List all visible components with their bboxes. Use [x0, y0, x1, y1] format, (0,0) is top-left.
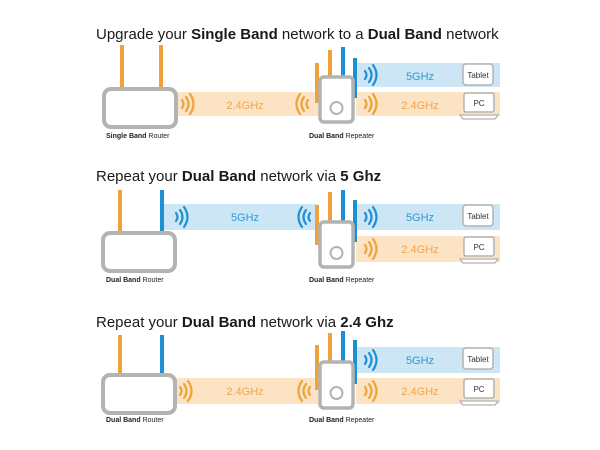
section-3-title: Repeat your Dual Band network via 2.4 Gh…	[96, 314, 394, 331]
band-label: 2.4GHz	[401, 386, 438, 398]
device-label: PC	[473, 385, 484, 394]
repeater-button-icon	[329, 246, 344, 260]
repeater-caption: Dual Band Repeater	[309, 133, 375, 140]
band-label: 5GHz	[406, 71, 434, 83]
device-label: Tablet	[467, 71, 489, 80]
repeater-caption: Dual Band Repeater	[309, 417, 375, 424]
dual-band-repeater	[318, 360, 355, 410]
band-label: 2.4GHz	[401, 100, 438, 112]
router-antenna-24	[118, 335, 122, 378]
repeater-antenna-24	[315, 345, 319, 390]
repeater-antenna-24	[328, 50, 332, 78]
router-antenna	[159, 45, 163, 92]
band-label: 2.4GHz	[226, 100, 263, 112]
repeater-antenna-5	[341, 47, 345, 78]
single-band-router	[102, 87, 178, 129]
router-antenna-5	[160, 335, 164, 378]
router-antenna-5	[160, 190, 164, 235]
router-caption: Dual Band Router	[106, 277, 164, 284]
repeater-button-icon	[329, 386, 344, 400]
repeater-antenna-5	[341, 190, 345, 223]
router-antenna	[120, 45, 124, 92]
repeater-antenna-24	[315, 63, 319, 103]
repeater-antenna-24	[328, 333, 332, 363]
dual-band-repeater	[318, 75, 355, 124]
section-3-diagram: 2.4GHz 5GHz 2.4GHz Tablet PC Dual Band R…	[101, 331, 500, 424]
repeater-antenna-24	[328, 192, 332, 223]
repeater-antenna-5	[353, 200, 357, 242]
repeater-button-icon	[329, 101, 344, 115]
repeater-antenna-5	[341, 331, 345, 363]
dual-band-router	[101, 373, 177, 415]
router-caption: Dual Band Router	[106, 417, 164, 424]
band-label: 2.4GHz	[401, 244, 438, 256]
device-label: Tablet	[467, 355, 489, 364]
dual-band-router	[101, 231, 177, 273]
band-label: 2.4GHz	[226, 386, 263, 398]
band-5ghz-left	[160, 204, 318, 230]
section-2-title: Repeat your Dual Band network via 5 Ghz	[96, 168, 382, 185]
band-label: 5GHz	[406, 355, 434, 367]
dual-band-repeater	[318, 220, 355, 269]
device-label: Tablet	[467, 212, 489, 221]
repeater-caption: Dual Band Repeater	[309, 277, 375, 284]
repeater-antenna-24	[315, 205, 319, 245]
repeater-antenna-5	[353, 58, 357, 98]
device-label: PC	[473, 99, 484, 108]
section-1-title: Upgrade your Single Band network to a Du…	[96, 26, 499, 43]
router-caption: Single Band Router	[106, 133, 170, 140]
section-1-diagram: 2.4GHz 5GHz 2.4GHz Tablet PC Single Band…	[102, 45, 500, 140]
router-antenna-24	[118, 190, 122, 235]
repeater-antenna-5	[353, 340, 357, 384]
section-2-diagram: 5GHz 5GHz 2.4GHz Tablet PC Dual Band Rou…	[101, 190, 500, 284]
band-label: 5GHz	[231, 212, 259, 224]
band-label: 5GHz	[406, 212, 434, 224]
device-label: PC	[473, 243, 484, 252]
